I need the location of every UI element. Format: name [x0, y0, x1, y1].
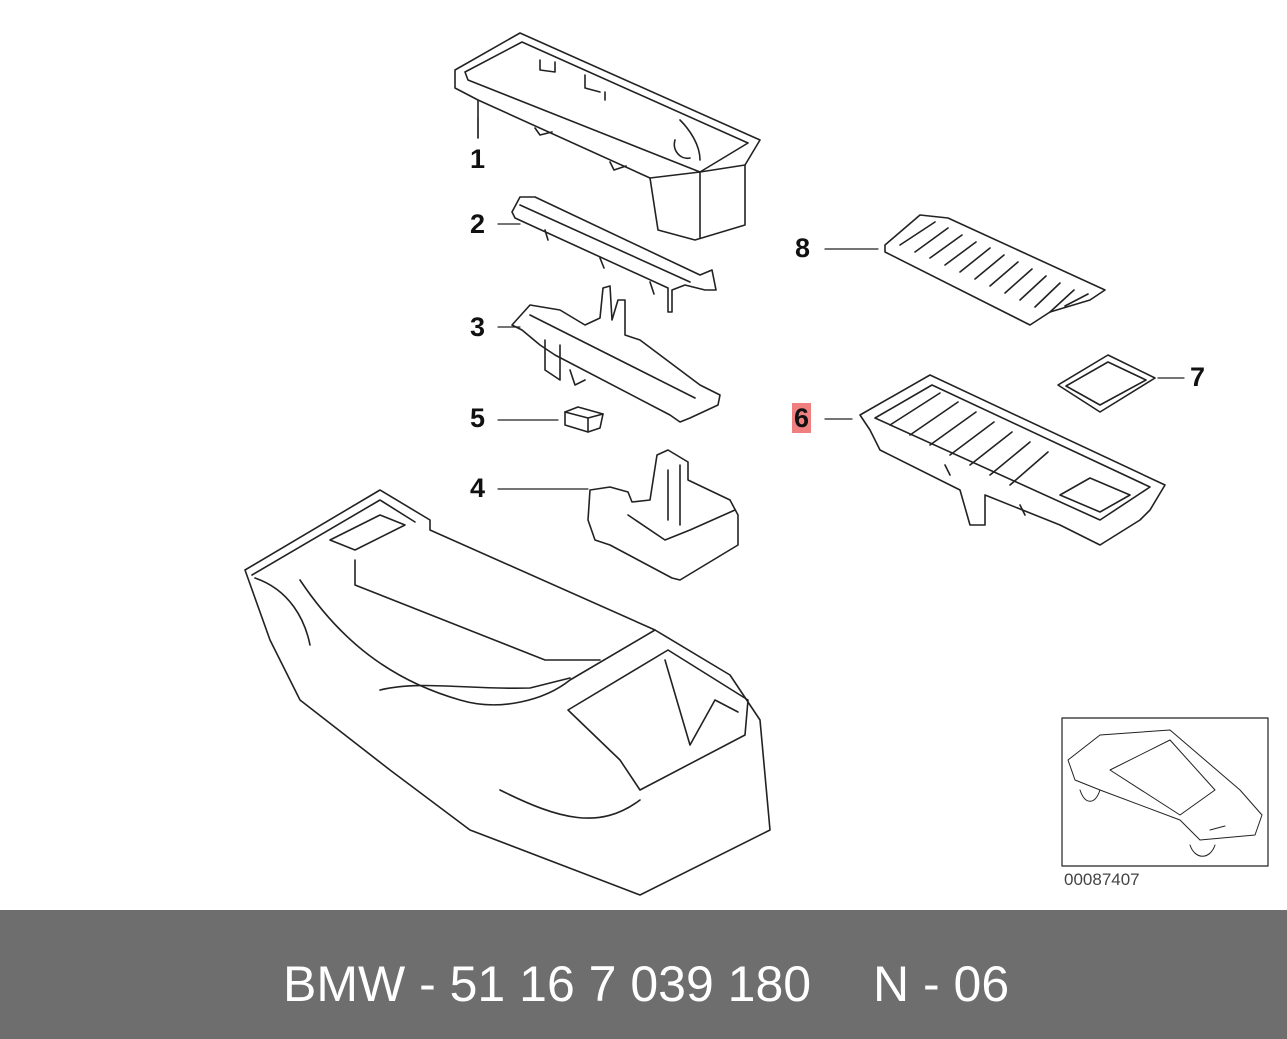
inset-thumbnail [1061, 717, 1269, 867]
callout-1[interactable]: 1 [470, 144, 486, 174]
callout-3[interactable]: 3 [470, 312, 486, 342]
part-4-holder [587, 449, 739, 581]
center-console [244, 489, 771, 896]
inset-reference-number: 00087407 [1064, 870, 1140, 889]
callout-2[interactable]: 2 [470, 209, 486, 239]
part-6-storage-tray [859, 374, 1166, 546]
leader-lines [477, 117, 1185, 490]
callout-7[interactable]: 7 [1190, 362, 1206, 392]
callout-6[interactable]: 6 [792, 403, 812, 433]
part-3-bracket [511, 285, 721, 423]
callout-8[interactable]: 8 [795, 233, 811, 263]
callout-4[interactable]: 4 [470, 473, 486, 503]
parts-diagram [244, 32, 1269, 896]
part-5-pad [564, 406, 604, 433]
part-8-roller-cover [884, 214, 1106, 326]
part-1-tray-insert [454, 32, 761, 241]
part-2-cover-strip [511, 196, 717, 313]
footer-diagram-ref: N - 06 [873, 956, 1010, 1012]
footer-bar: BMW - 51 16 7 039 180 N - 06 [0, 910, 1287, 1039]
footer-part-number: BMW - 51 16 7 039 180 [283, 956, 812, 1012]
part-7-small-tray [1057, 354, 1156, 413]
callout-5[interactable]: 5 [470, 403, 486, 433]
